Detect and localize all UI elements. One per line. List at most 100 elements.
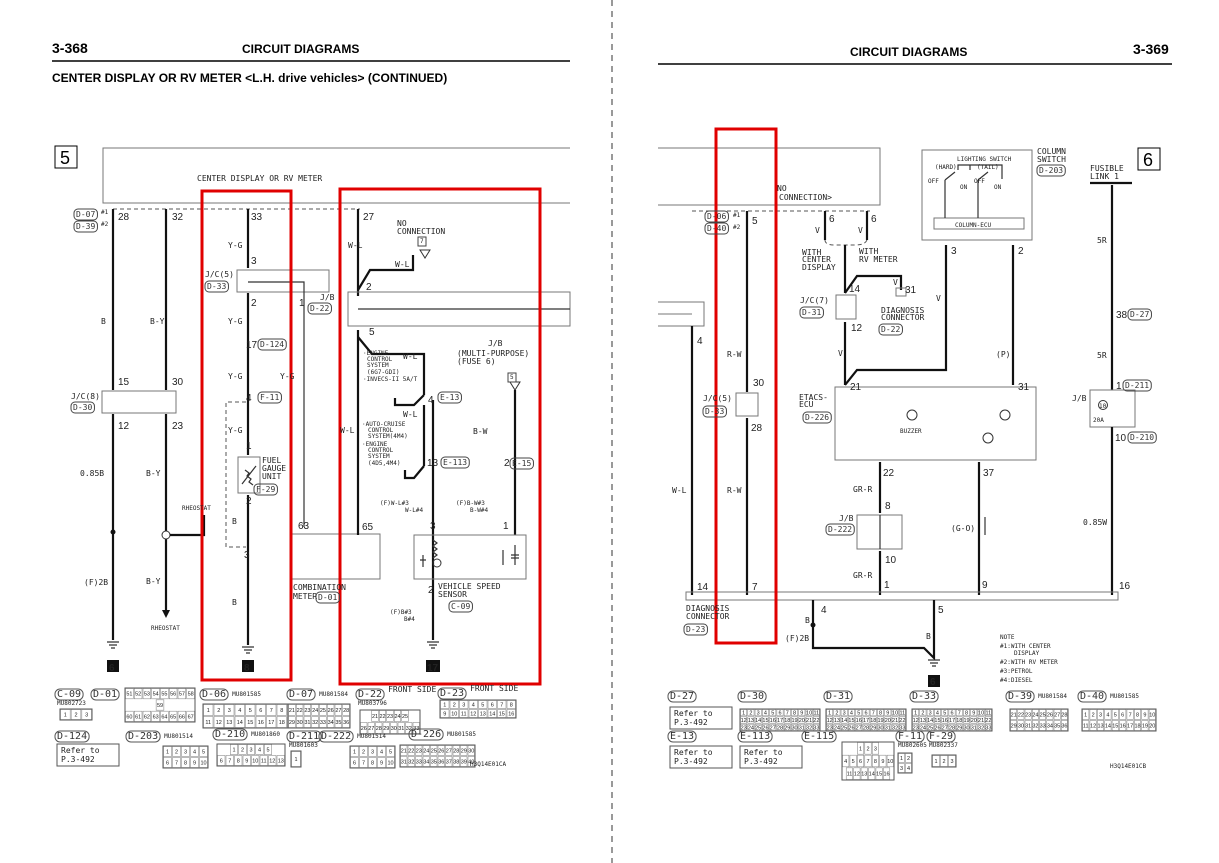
pin-number: 8 — [965, 711, 968, 717]
pin-number: 12 — [269, 759, 275, 765]
wire-label: J/B — [1072, 394, 1087, 403]
pin-cell — [478, 709, 488, 718]
connector-id: D-222 — [321, 731, 351, 742]
pin-number: 8 — [280, 708, 283, 714]
pin-cell — [1104, 709, 1112, 720]
connector-body — [399, 744, 476, 768]
pin-cell — [268, 755, 277, 766]
pin-cell — [449, 700, 459, 709]
pin-number: 20 — [971, 718, 977, 724]
pin-number: 1 — [64, 713, 67, 719]
pin-number: 64 — [161, 714, 167, 720]
wire-label: NO — [397, 219, 407, 228]
part-number: MU801585 — [447, 731, 476, 738]
wire-label: WITH — [802, 248, 821, 257]
wire-label: 31 — [905, 285, 917, 296]
pin-number: 22 — [813, 718, 819, 724]
pin-cell — [970, 723, 978, 731]
connector-ref-d-211: D-211 — [1125, 381, 1149, 390]
pin-number: 39 — [461, 760, 467, 766]
pin-number: 16 — [770, 718, 776, 724]
pin-number: 9 — [443, 712, 446, 718]
sheet-marker-6: 6 — [1143, 150, 1153, 170]
pin-number: 8 — [371, 761, 374, 767]
wire-label: Y-G — [228, 372, 243, 381]
pin-number: 26 — [934, 725, 940, 731]
pin-number: 4 — [844, 759, 847, 765]
wire-label: ·ENGINE — [363, 350, 389, 357]
pin-cell — [798, 723, 806, 731]
pin-number: 9 — [800, 711, 803, 717]
wire-label: W-L — [340, 426, 355, 435]
pin-cell — [776, 723, 784, 731]
pin-number: 35 — [1054, 724, 1060, 730]
pin-number: 24 — [312, 708, 318, 714]
pin-cell — [386, 746, 395, 757]
pin-cell — [898, 753, 905, 763]
pin-cell — [199, 757, 208, 768]
pin-cell — [186, 710, 195, 722]
pin-number: 17 — [268, 720, 274, 726]
pin-number: 1 — [353, 750, 356, 756]
pin-number: 25 — [927, 725, 933, 731]
pin-cell — [1039, 720, 1046, 731]
marker-box — [507, 372, 517, 383]
pin-cell — [452, 756, 460, 767]
wire-label: BUZZER — [900, 428, 922, 435]
pin-cell — [259, 755, 268, 766]
pin-number: 6 — [491, 703, 494, 709]
pin-number: 29 — [956, 725, 962, 731]
connector-id: E-115 — [804, 731, 834, 742]
refer-box — [739, 745, 803, 769]
right-section-title: CIRCUIT DIAGRAMS — [850, 45, 967, 59]
pin-number: 18 — [956, 718, 962, 724]
wire-label: (TAIL) — [977, 164, 999, 171]
pin-number: 3 — [184, 750, 187, 756]
connector-ref-outline — [878, 323, 903, 336]
pin-cell — [327, 716, 335, 728]
pin-number: 33 — [416, 760, 422, 766]
pin-number: 2 — [241, 748, 244, 754]
connector-body — [739, 708, 821, 732]
connector-ref-c-09: C-09 — [451, 602, 470, 611]
pin-cell — [407, 756, 415, 767]
pin-number: 11 — [1083, 724, 1089, 730]
pin-number: 20 — [885, 718, 891, 724]
pin-cell — [288, 716, 296, 728]
wire-label: (P) — [996, 350, 1010, 359]
pin-cell — [449, 709, 459, 718]
pin-cell — [868, 767, 876, 780]
pin-cell — [303, 704, 311, 716]
pin-cell — [397, 722, 405, 734]
pin-cell — [769, 709, 777, 717]
pin-cell — [783, 723, 791, 731]
pin-cell — [445, 745, 453, 756]
pin-cell — [845, 767, 853, 780]
wire-label: ·AUTO-CRUISE — [362, 421, 406, 428]
pin-number: 5 — [771, 711, 774, 717]
connector-id-outline — [909, 690, 939, 703]
connector-id-outline — [90, 688, 120, 701]
pin-number: 13 — [748, 718, 754, 724]
pin-cell — [468, 709, 478, 718]
connector-id: D-39 — [1008, 691, 1032, 702]
pin-number: 7 — [1129, 713, 1132, 719]
pin-cell — [783, 716, 791, 724]
diagram-title: CENTER DISPLAY OR RV METER <L.H. drive v… — [52, 71, 447, 85]
pin-number: 28 — [1061, 713, 1067, 719]
pin-number: 59 — [157, 703, 163, 709]
pin-cell — [877, 709, 884, 717]
pin-cell — [963, 723, 970, 731]
note-3: #3:PETROL — [1000, 668, 1033, 675]
pin-number: 13 — [834, 718, 840, 724]
pin-cell — [1024, 709, 1032, 720]
connector-ref-outline — [253, 483, 278, 496]
pin-cell — [245, 716, 256, 728]
right-wiring — [658, 149, 1136, 687]
wire-label: J/C(8) — [71, 392, 100, 401]
pin-cell — [883, 767, 891, 780]
wire-label: 23 — [172, 421, 184, 432]
connector-id: D-40 — [1080, 691, 1104, 702]
